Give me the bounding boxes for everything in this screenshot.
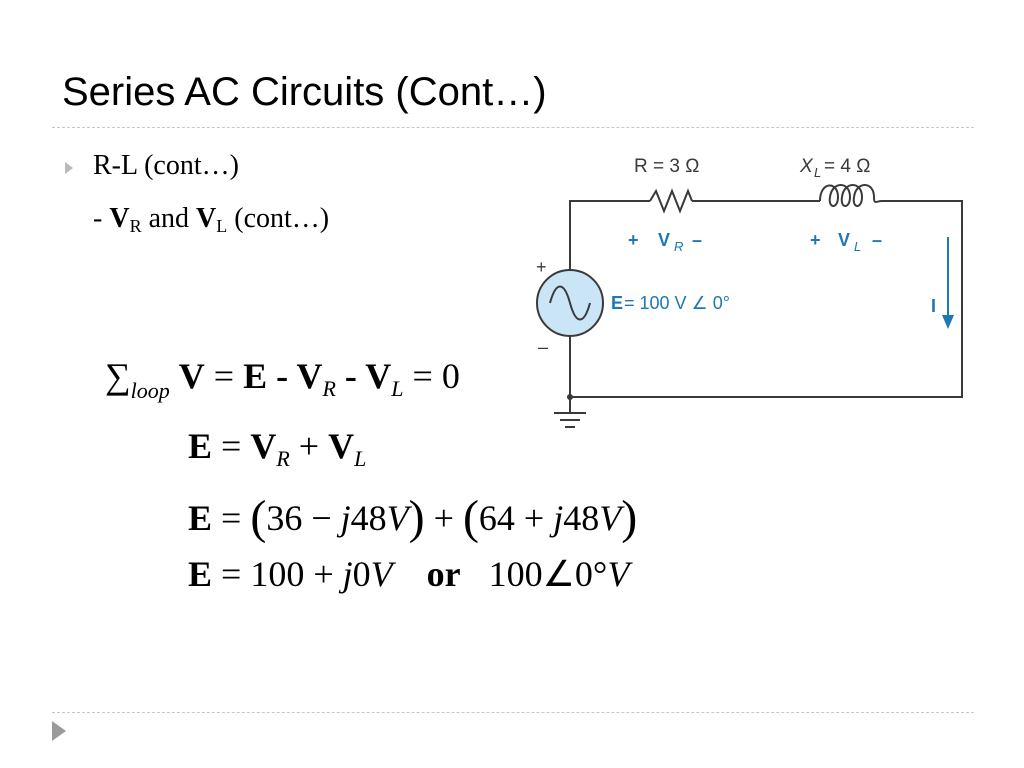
vl-minus: –: [872, 230, 882, 250]
source-plus: +: [536, 257, 547, 277]
ground-node: [567, 394, 573, 400]
sigma-symbol: ∑: [105, 356, 131, 396]
eq3-e: E: [188, 498, 213, 538]
eq1-v: V: [178, 356, 205, 396]
eq3-j1: j: [340, 498, 351, 538]
eq2-vr-sub: R: [276, 446, 290, 471]
vl-plus: +: [810, 230, 821, 250]
eq4-equals: =: [212, 554, 251, 594]
sub-tail: (cont…): [227, 203, 330, 234]
phasor-sum-equation: E = (36 − j48V) + (64 + j48V): [188, 487, 638, 544]
vl-sub: L: [854, 239, 861, 254]
resistor-label: R = 3 Ω: [634, 156, 699, 177]
eq2-vr: V: [250, 426, 277, 466]
eq1-equals: =: [204, 356, 244, 396]
eq1-e: E: [243, 356, 268, 396]
eq4-j: j: [342, 554, 353, 594]
bullet-text: R-L (cont…): [93, 150, 239, 181]
vl-symbol: V: [838, 230, 850, 250]
reactance-var: X: [799, 156, 814, 177]
eq1-minus2: -: [335, 356, 366, 396]
resistor-symbol: [649, 188, 693, 214]
eq2-vl: V: [328, 426, 355, 466]
eq3-equals: =: [212, 498, 251, 538]
eq3-j2: j: [553, 498, 564, 538]
footer-divider: [52, 712, 974, 713]
eq2-vl-sub: L: [354, 446, 367, 471]
source-minus: –: [538, 337, 548, 357]
sub-vl: V: [196, 203, 217, 234]
eq3-a: 36 −: [266, 498, 341, 538]
eq3-rparen1: ): [408, 491, 425, 544]
slide-title: Series AC Circuits (Cont…): [62, 70, 547, 114]
vr-plus: +: [628, 230, 639, 250]
eq3-v2: V: [599, 498, 622, 538]
rl-circuit-diagram: R = 3 Ω X L = 4 Ω + V R – + V L – E = 10…: [536, 156, 963, 428]
vr-minus: –: [692, 230, 702, 250]
source-e-label: E: [611, 293, 623, 313]
circuit-wires: [554, 184, 963, 428]
eq1-vl: V: [365, 356, 392, 396]
sub-dash: -: [93, 203, 110, 234]
eq3-lparen2: (: [462, 491, 479, 544]
eq3-v1: V: [386, 498, 409, 538]
eq3-d: 48: [563, 498, 600, 538]
current-label: I: [931, 296, 936, 316]
eq2-e: E: [188, 426, 213, 466]
eq4-e: E: [188, 554, 213, 594]
sub-and: and: [141, 203, 197, 234]
eq3-plus: +: [424, 498, 463, 538]
vr-symbol: V: [658, 230, 670, 250]
sub-bullet: - VR and VL (cont…): [93, 203, 329, 237]
eq3-rparen2: ): [621, 491, 638, 544]
eq2-plus: +: [289, 426, 329, 466]
eq1-vl-sub: L: [391, 376, 404, 401]
loop-subscript: loop: [130, 378, 170, 403]
eq2-equals: =: [212, 426, 251, 466]
inductor-symbol: [819, 184, 883, 207]
sub-vl-subscript: L: [216, 216, 228, 236]
eq3-c: 64 +: [478, 498, 554, 538]
sine-wave-icon: [549, 285, 591, 321]
eq1-zero: 0: [441, 356, 460, 396]
wire-right-bottom: [569, 200, 963, 398]
title-divider: [52, 127, 974, 128]
bullet-arrow-icon: [65, 162, 73, 174]
reactance-value: = 4 Ω: [824, 156, 870, 177]
kvl-equation: ∑loop V = E - VR - VL = 0: [105, 355, 460, 404]
sub-vr: V: [109, 203, 130, 234]
source-e-value: = 100 V ∠ 0°: [624, 293, 730, 313]
eq4-b: 0: [352, 554, 371, 594]
sum-equation: E = VR + VL: [188, 425, 366, 472]
reactance-sub: L: [814, 165, 821, 180]
eq3-b: 48: [350, 498, 387, 538]
eq1-equals2: =: [403, 356, 442, 396]
current-arrow-icon: [942, 315, 954, 329]
eq1-vr-sub: R: [322, 376, 336, 401]
eq4-or: or: [426, 554, 461, 594]
eq1-vr: V: [296, 356, 323, 396]
eq4-v2: V: [607, 554, 630, 594]
eq4-a: 100 +: [250, 554, 343, 594]
eq3-lparen1: (: [250, 491, 267, 544]
eq4-v1: V: [370, 554, 393, 594]
eq1-minus1: -: [267, 356, 297, 396]
eq4-c: 100∠0°: [488, 554, 608, 594]
vr-sub: R: [674, 239, 683, 254]
next-slide-arrow-icon[interactable]: [52, 721, 66, 741]
sub-vr-subscript: R: [129, 216, 142, 236]
